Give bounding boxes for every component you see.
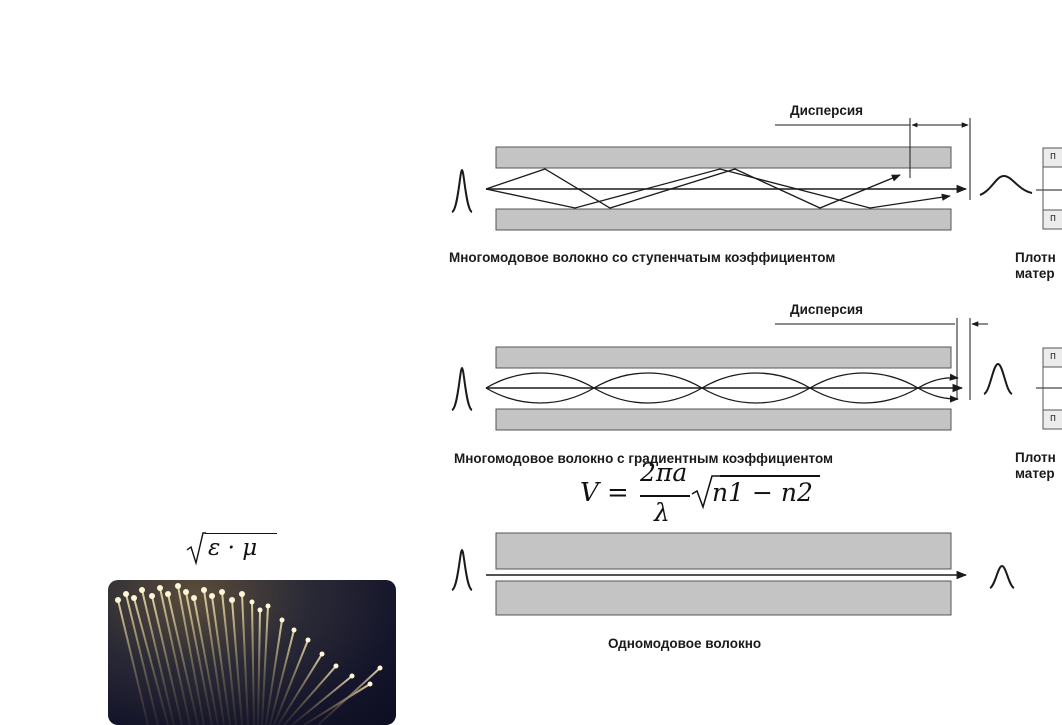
cladding-top: [495, 146, 952, 169]
radical-sign-small: [186, 532, 206, 566]
radical-bar-small: [205, 533, 277, 535]
impedance-formula: ε · μ: [186, 530, 281, 566]
side-label-graded-line2: матер: [1015, 466, 1055, 481]
index-profile-2: [1036, 347, 1062, 430]
graded-index-fiber: [451, 318, 1013, 431]
cladding-top: [495, 532, 952, 570]
output-pulse-narrow: [983, 362, 1013, 395]
input-pulse: [451, 548, 473, 591]
impedance-root: ε · μ: [208, 535, 258, 561]
output-pulse-narrow: [989, 564, 1015, 589]
dispersion-label-graded: Дисперсия: [790, 302, 864, 317]
radical-sign: [691, 475, 720, 510]
sine-ray-2: [485, 372, 959, 404]
cladding-bottom: [495, 408, 952, 431]
dispersion-label-step: Дисперсия: [790, 103, 864, 118]
side-label-step: Плотн матер: [1015, 250, 1056, 282]
zigzag-ray-2: [485, 168, 951, 209]
v-number-lhs: V =: [580, 478, 629, 508]
v-number-denominator: λ: [654, 498, 670, 527]
profile-box-letter-1: п: [1050, 150, 1056, 162]
profile-box-letter-3: п: [1050, 350, 1056, 362]
single-mode-fiber: [451, 532, 1015, 616]
fiber-strands-image: [115, 583, 383, 725]
input-pulse: [451, 168, 473, 213]
v-number-numerator: 2πa: [640, 458, 688, 487]
fiber-optic-photo: [108, 580, 396, 725]
zigzag-ray-1: [485, 168, 901, 209]
fraction-bar: [640, 495, 690, 497]
side-label-graded-line1: Плотн: [1015, 450, 1056, 465]
side-label-step-line2: матер: [1015, 266, 1055, 281]
side-label-step-line1: Плотн: [1015, 250, 1056, 265]
v-number-formula: V = 2πa λ n1 − n2: [580, 458, 840, 530]
profile-box-letter-2: п: [1050, 212, 1056, 224]
cladding-bottom: [495, 580, 952, 616]
caption-step-index: Многомодовое волокно со ступенчатым коэф…: [449, 250, 836, 265]
side-label-graded: Плотн матер: [1015, 450, 1056, 482]
output-pulse-broad: [979, 174, 1033, 196]
index-profile-1: [1036, 147, 1062, 230]
radical-bar: [720, 475, 820, 477]
step-index-fiber: [451, 118, 1033, 231]
profile-box-letter-4: п: [1050, 412, 1056, 424]
cladding-top: [495, 346, 952, 369]
cladding-bottom: [495, 208, 952, 231]
caption-graded-index: Многомодовое волокно с градиентным коэфф…: [454, 451, 834, 466]
v-number-root: n1 − n2: [712, 478, 813, 507]
input-pulse: [451, 366, 473, 411]
caption-single-mode: Одномодовое волокно: [608, 636, 762, 651]
